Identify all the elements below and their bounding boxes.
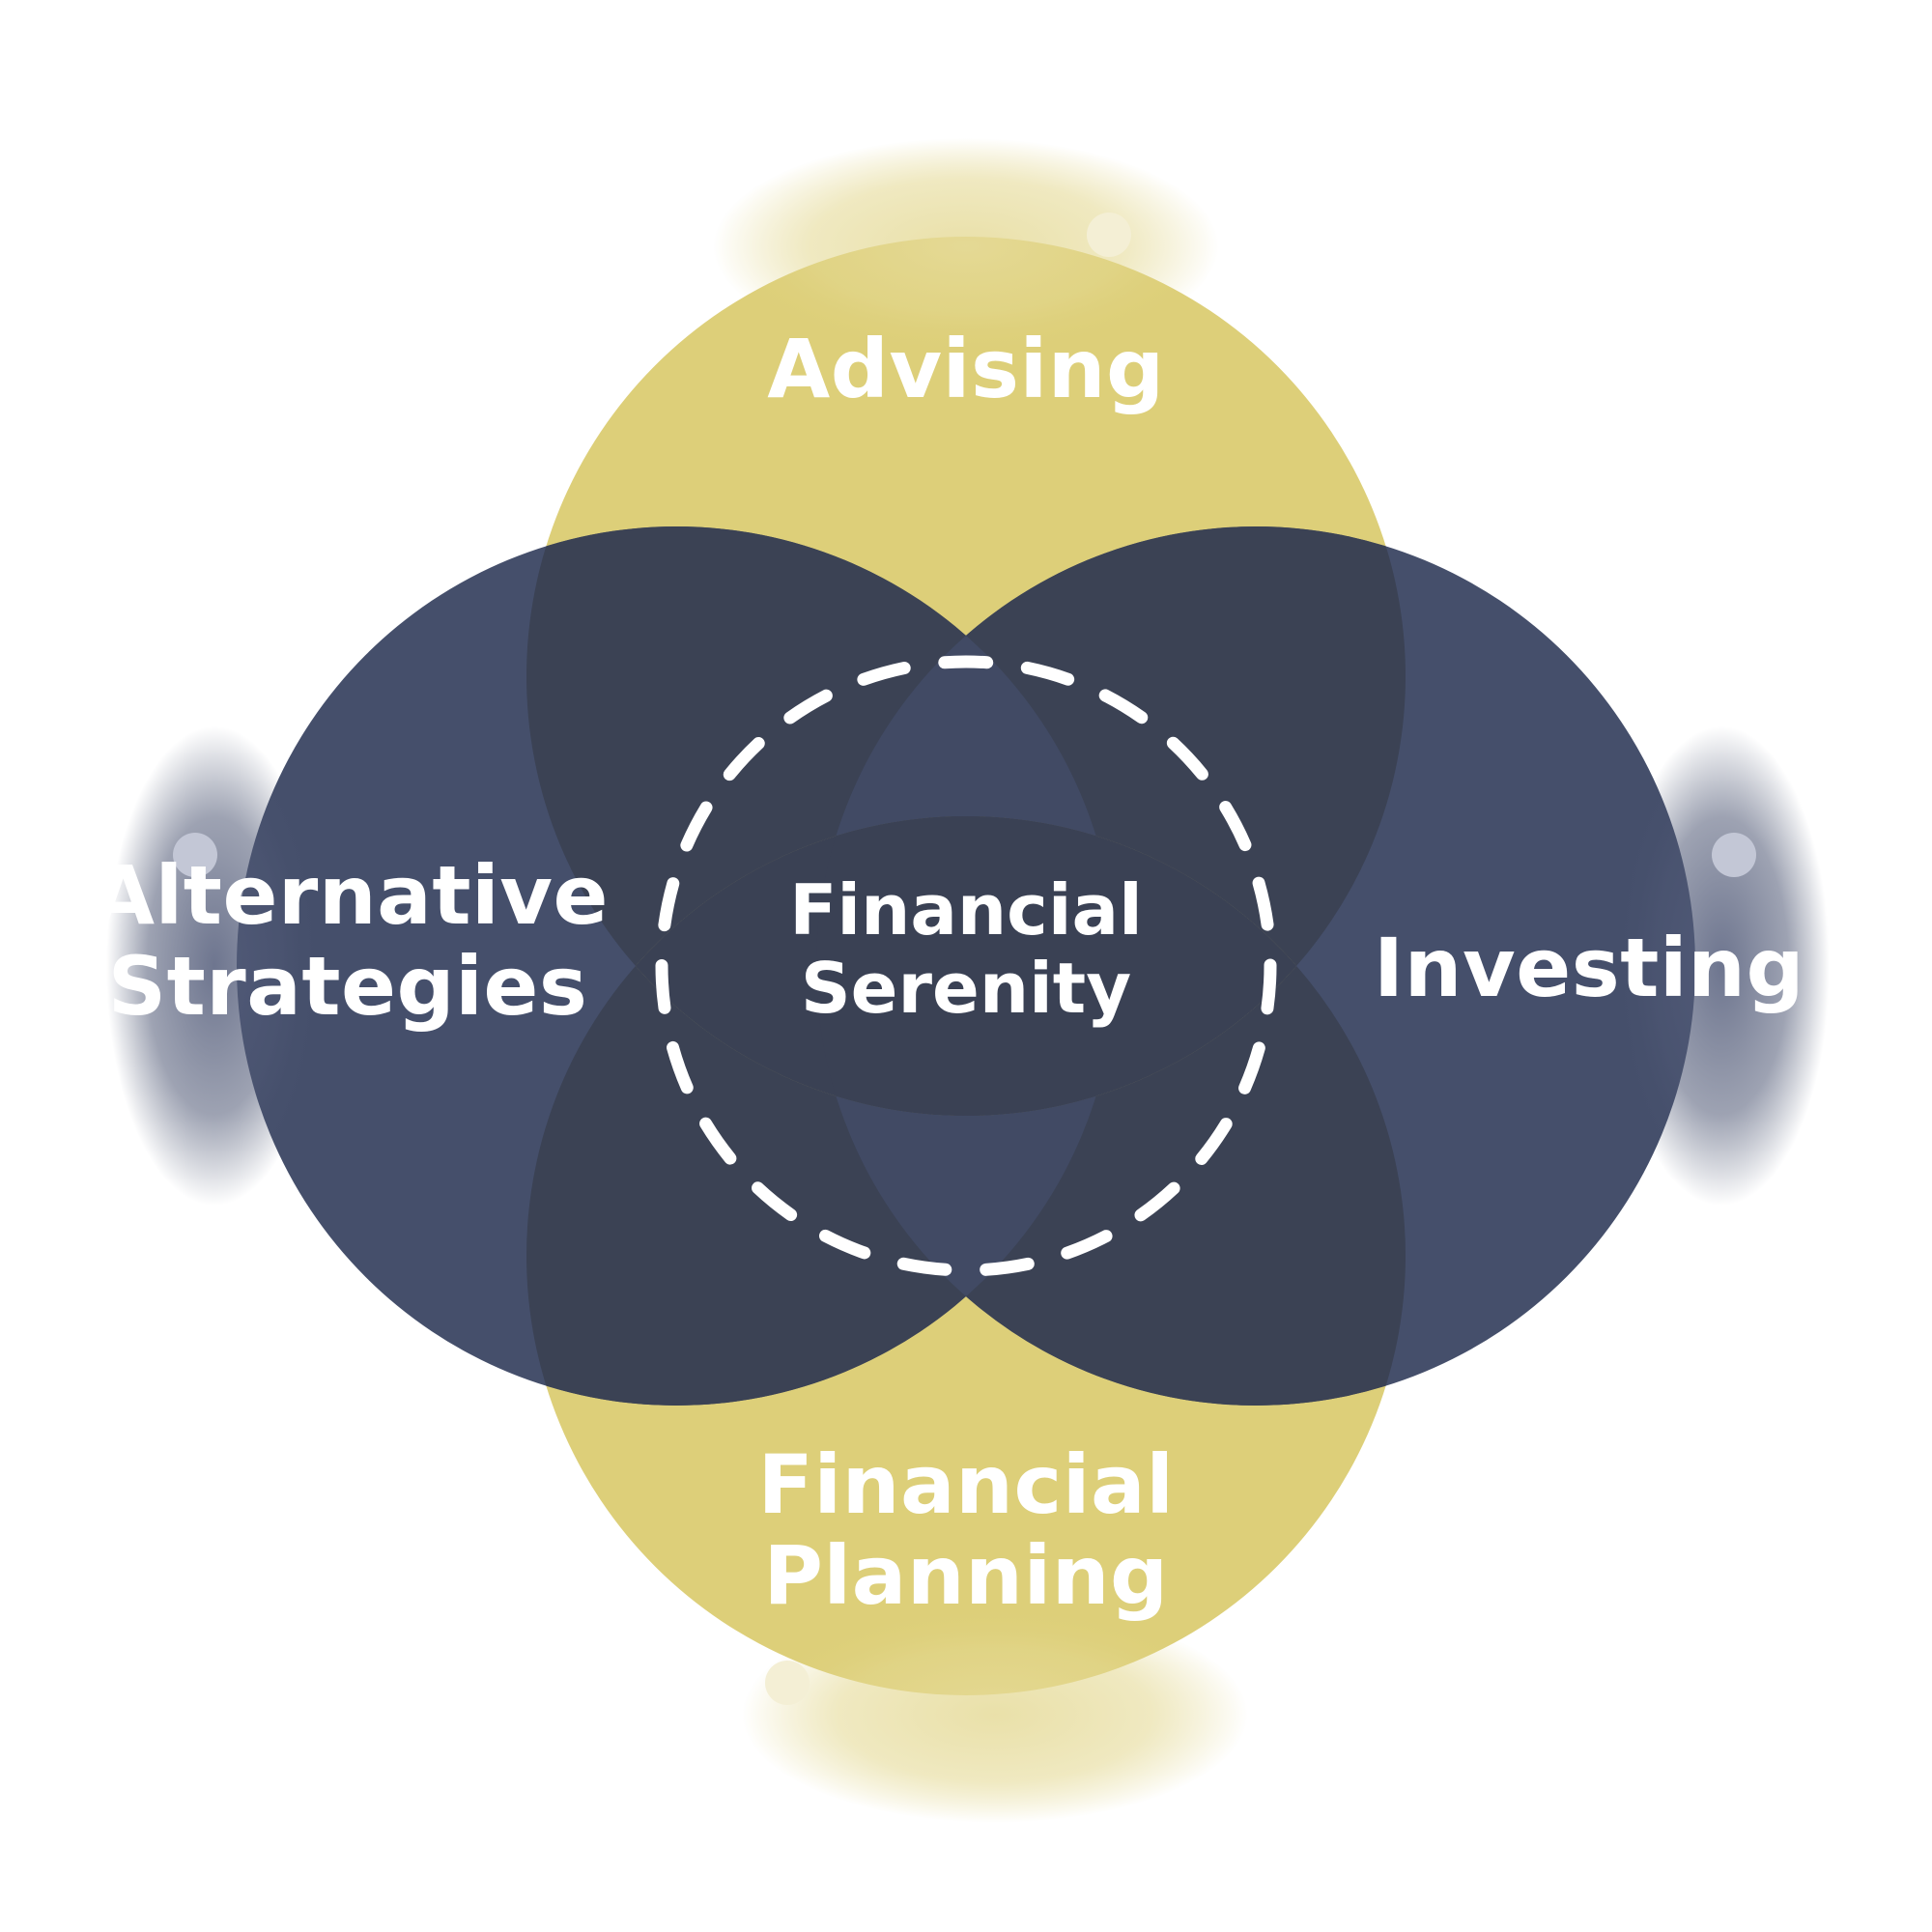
highlight-investing <box>1613 726 1830 1206</box>
dot-financial-planning-icon <box>765 1661 810 1705</box>
highlight-financial-planning <box>742 1606 1248 1823</box>
highlight-alternative-strategies <box>106 726 323 1206</box>
dot-investing-icon <box>1712 833 1756 877</box>
dashed-intersection-outline <box>655 655 1277 1277</box>
venn-highlights <box>106 138 1830 1823</box>
overlap-center-lower-right <box>816 816 1406 1116</box>
overlap-alternative-investing <box>816 526 1116 1406</box>
dot-advising-icon <box>1087 213 1131 257</box>
venn-overlap-regions <box>526 526 1406 1406</box>
venn-accent-dots <box>173 213 1756 1705</box>
highlight-advising <box>713 138 1219 355</box>
overlap-center-lower-left <box>526 816 1116 1116</box>
dot-alternative-strategies-icon <box>173 833 217 877</box>
